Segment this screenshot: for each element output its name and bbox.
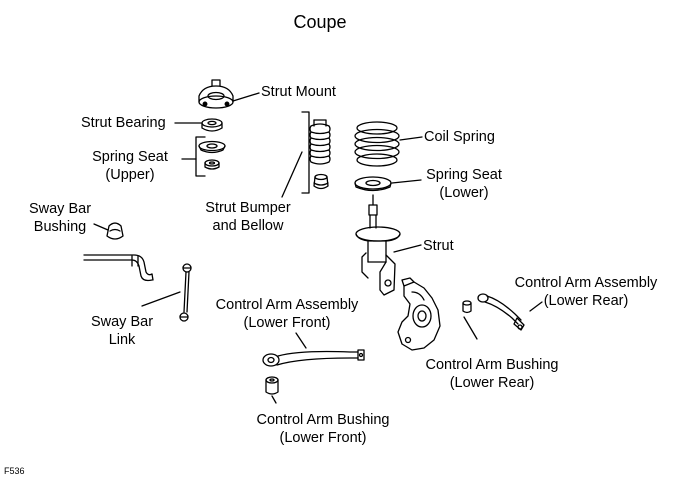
strut-bumper-bracket — [301, 111, 310, 194]
control-arm-bushing-lower-front-part — [265, 376, 279, 395]
label-line: (Lower Front) — [243, 315, 331, 331]
control-arm-lower-rear-part — [477, 293, 525, 331]
label-line: Sway Bar — [90, 314, 154, 330]
label-sway-bar-bushing: Sway Bar Bushing — [20, 200, 100, 236]
sway-bar-link-part — [179, 263, 192, 322]
label-line: (Upper) — [105, 167, 155, 183]
control-arm-lower-front-part — [262, 349, 365, 367]
sway-bar-bushing-part — [106, 222, 124, 240]
label-line: Bushing — [33, 219, 87, 235]
label-control-arm-assembly-lower-rear: Control Arm Assembly (Lower Rear) — [504, 274, 668, 310]
label-line: Control Arm Bushing — [256, 412, 390, 428]
label-line: (Lower) — [439, 185, 489, 201]
strut-bearing-part — [201, 118, 223, 132]
label-line: (Lower Rear) — [543, 293, 629, 309]
label-spring-seat-upper: Spring Seat (Upper) — [82, 148, 178, 184]
label-line: Link — [108, 332, 136, 348]
label-line: Control Arm Assembly — [215, 297, 359, 313]
label-line: Strut Bumper — [205, 200, 291, 216]
leader-lines — [93, 92, 543, 404]
label-line: Control Arm Bushing — [425, 357, 559, 373]
spring-seat-lower-part — [354, 176, 392, 192]
label-sway-bar-link: Sway Bar Link — [82, 313, 162, 349]
label-line: Spring Seat — [92, 149, 168, 165]
label-strut-bearing: Strut Bearing — [81, 115, 166, 131]
control-arm-bushing-lower-rear-part — [462, 300, 472, 314]
label-line: Sway Bar — [28, 201, 92, 217]
coil-spring-part — [354, 121, 400, 167]
steering-knuckle-part — [397, 277, 441, 351]
label-line: (Lower Rear) — [449, 375, 535, 391]
label-line: (Lower Front) — [279, 430, 367, 446]
label-coil-spring: Coil Spring — [424, 129, 495, 145]
label-control-arm-bushing-lower-rear: Control Arm Bushing (Lower Rear) — [414, 356, 570, 392]
strut-part — [355, 194, 401, 296]
spring-seat-upper-bracket — [195, 136, 206, 177]
label-spring-seat-lower: Spring Seat (Lower) — [418, 166, 510, 202]
strut-bumper-bellow-part — [309, 119, 331, 190]
label-line: and Bellow — [212, 218, 284, 234]
label-line: Control Arm Assembly — [514, 275, 658, 291]
label-line: Spring Seat — [426, 167, 502, 183]
page-title: Coupe — [293, 12, 347, 32]
label-control-arm-assembly-lower-front: Control Arm Assembly (Lower Front) — [205, 296, 369, 332]
label-strut: Strut — [423, 238, 454, 254]
figure-id: F536 — [4, 466, 25, 476]
spring-seat-upper-part — [198, 140, 226, 170]
label-strut-bumper-bellow: Strut Bumper and Bellow — [196, 199, 300, 235]
label-strut-mount: Strut Mount — [261, 84, 336, 100]
strut-mount-part — [198, 79, 234, 109]
sway-bar-part — [83, 254, 154, 282]
label-control-arm-bushing-lower-front: Control Arm Bushing (Lower Front) — [245, 411, 401, 447]
